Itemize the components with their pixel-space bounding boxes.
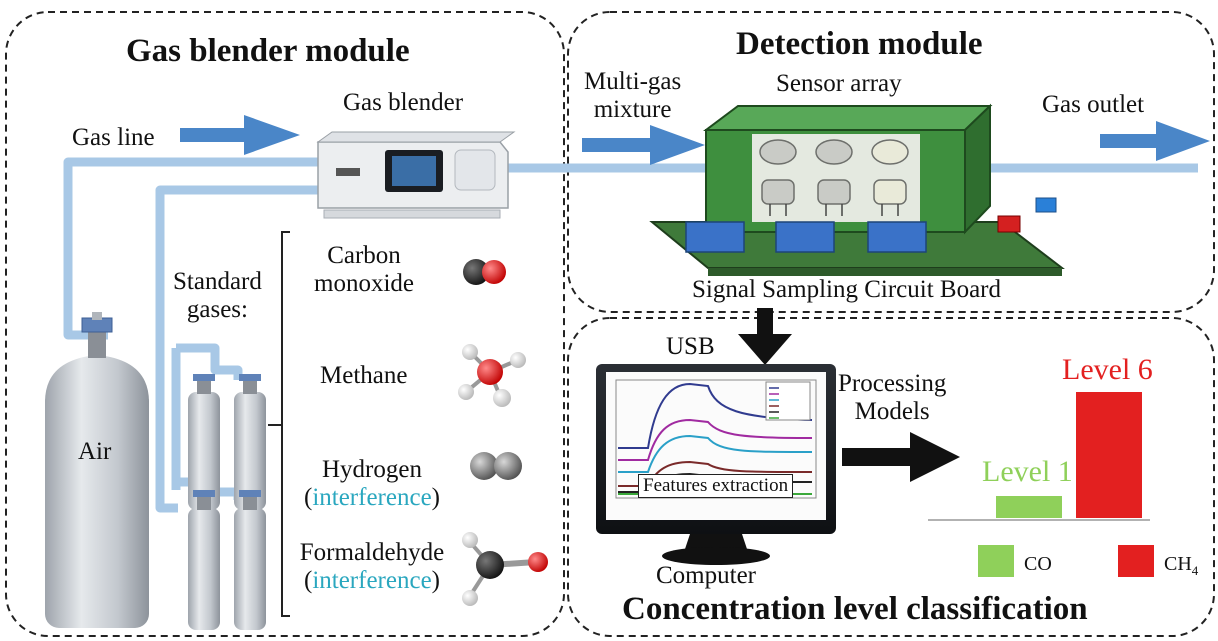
gas-outlet-label: Gas outlet [1042, 91, 1145, 118]
usb-arrow [738, 308, 792, 365]
computer-label: Computer [656, 562, 756, 589]
legend-co-label: CO [1024, 553, 1052, 575]
signal-board-label: Signal Sampling Circuit Board [692, 276, 1002, 303]
detection-module-title: Detection module [736, 26, 983, 62]
gas-line-label: Gas line [72, 124, 155, 151]
gas-sensors [759, 139, 909, 216]
usb-label: USB [666, 333, 715, 360]
formaldehyde-interference-tag: interference [312, 567, 432, 594]
gas-blender-device [316, 131, 516, 219]
processing-arrow [842, 432, 960, 482]
co-level-bar [996, 496, 1062, 518]
standard-gas-cylinders [188, 374, 266, 630]
classification-module-border [567, 317, 1215, 637]
hydrogen-molecule-icon [470, 452, 522, 480]
legend-co-swatch [978, 545, 1014, 577]
hydrogen-interference-tag: interference [312, 484, 432, 511]
legend-ch4-swatch [1118, 545, 1154, 577]
gas-hydrogen-label: Hydrogen (interference) [303, 456, 440, 511]
gas-outlet-arrow [1100, 121, 1210, 161]
ch4-level-bar [1076, 392, 1142, 518]
gas-carbon-monoxide-label: Carbon monoxide [314, 242, 414, 297]
classification-module-title: Concentration level classification [622, 591, 1088, 627]
gas-formaldehyde-label: Formaldehyde (interference) [299, 539, 445, 594]
board-chips [685, 221, 927, 253]
co-level-label: Level 1 [982, 455, 1073, 488]
gas-blender-module-title: Gas blender module [126, 33, 410, 69]
gas-blender-label: Gas blender [343, 89, 464, 116]
multi-gas-arrow [582, 125, 705, 165]
methane-molecule-icon [458, 344, 526, 407]
formaldehyde-molecule-icon [462, 532, 548, 606]
air-label: Air [78, 438, 112, 465]
gas-methane-label: Methane [320, 362, 408, 389]
signal-sampling-circuit-board [649, 197, 1065, 276]
processing-models-label: Processing Models [838, 370, 947, 425]
gas-line-arrow [180, 115, 300, 155]
sensor-array-label: Sensor array [776, 70, 902, 97]
ch4-level-label: Level 6 [1062, 353, 1153, 386]
sensor-array-box [703, 103, 993, 235]
detection-module-border [567, 11, 1215, 313]
multi-gas-mixture-label: Multi-gas mixture [584, 68, 682, 123]
co-molecule-icon [463, 259, 506, 285]
standard-gases-label: Standard gases: [173, 268, 262, 323]
features-extraction-label: Features extraction [638, 474, 794, 498]
gas-blender-module-border [5, 11, 565, 637]
standard-gases-bracket [268, 231, 290, 617]
air-cylinder [45, 312, 149, 628]
legend-ch4-label: CH4 [1164, 553, 1199, 578]
